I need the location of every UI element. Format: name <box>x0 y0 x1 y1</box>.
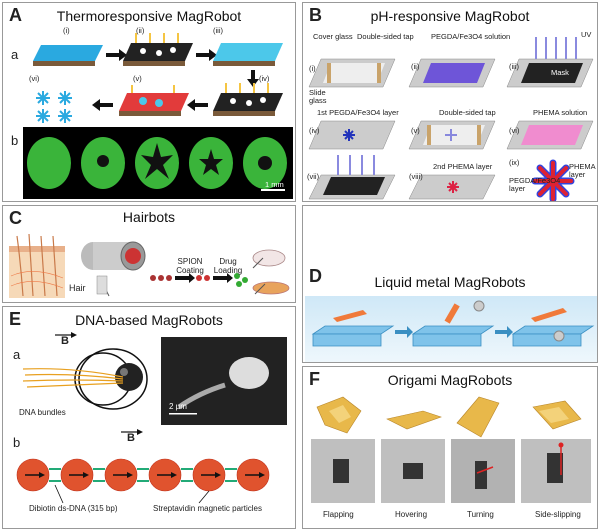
step-label: (iii) <box>213 26 223 35</box>
panel-a-illustration <box>23 33 293 199</box>
step-label: (vi) <box>29 74 40 83</box>
panel-c-title: Hairbots <box>122 209 176 225</box>
phema-solution-label: PHEMA solution <box>533 108 588 117</box>
panel-f-letter: F <box>309 369 320 389</box>
dna-bundles-label: DNA bundles <box>19 408 66 417</box>
hair-label: Hair <box>69 283 86 293</box>
step-label: (vi) <box>509 126 520 135</box>
panel-e: E DNA-based MagRobots a b B B <box>2 306 296 529</box>
panel-d-letter: D <box>309 266 322 286</box>
step-label: (iv) <box>259 74 270 83</box>
streptavidin-label: Streptavidin magnetic particles <box>153 504 262 513</box>
step-label: (v) <box>133 74 142 83</box>
panel-d: D Liquid metal MagRobots <box>302 205 598 363</box>
particle-chain <box>16 458 270 492</box>
panel-b: B pH-responsive MagRobot (i) (ii) (iii) … <box>302 2 598 202</box>
mode-label: Flapping <box>323 510 354 519</box>
step-label: (viii) <box>409 172 423 181</box>
panel-e-illustration <box>16 332 287 504</box>
scale-bar-label: 1 mm <box>265 180 284 189</box>
field-label: B <box>127 432 135 444</box>
panel-c-letter: C <box>9 208 22 228</box>
mode-label: Side-slipping <box>535 510 581 519</box>
panel-e-title: DNA-based MagRobots <box>75 312 223 328</box>
step-label: (i) <box>309 64 316 73</box>
microscopy-scale-label: 2 µm <box>169 402 187 411</box>
panel-a-row-b: b <box>11 133 19 148</box>
step-label: (i) <box>63 26 70 35</box>
panel-c: C Hairbots Hair SPION Coating Drug Loadi… <box>2 205 296 303</box>
panel-d-illustration <box>305 296 597 362</box>
double-tap-label: Double-sided tap <box>357 32 414 41</box>
step-label: (iv) <box>309 126 320 135</box>
cover-glass-label: Cover glass <box>313 32 353 41</box>
mask-label: Mask <box>551 68 569 77</box>
uv-label: UV <box>581 30 592 39</box>
panel-a-row-a: a <box>11 47 19 62</box>
pegda-solution-label: PEGDA/Fe3O4 solution <box>431 32 511 41</box>
step-label: (iii) <box>509 62 519 71</box>
panel-e-row-b: b <box>13 435 21 450</box>
panel-a-title: Thermoresponsive MagRobot <box>56 8 242 24</box>
panel-f: F Origami MagRobots Flapping Hovering Tu… <box>302 366 598 529</box>
step-label: (v) <box>411 126 420 135</box>
double-tap-label-2: Double-sided tap <box>439 108 496 117</box>
panel-b-title: pH-responsive MagRobot <box>370 8 530 24</box>
panel-e-row-a: a <box>13 347 21 362</box>
pegda-layer-label: PEGDA/Fe3O4 layer <box>509 176 561 194</box>
panel-c-illustration <box>9 233 290 298</box>
second-layer-label: 2nd PHEMA layer <box>433 162 493 171</box>
step-label: (ix) <box>509 158 520 167</box>
first-layer-label: 1st PEGDA/Fe3O4 layer <box>317 108 399 117</box>
phema-layer-label: PHEMA layer <box>569 162 596 180</box>
step-label: (ii) <box>136 26 145 35</box>
panel-b-letter: B <box>309 5 322 25</box>
step-label: (ii) <box>411 62 420 71</box>
slide-glass-label: Slide glass <box>309 88 327 106</box>
drug-label: Drug Loading <box>213 257 243 275</box>
panel-a: A Thermoresponsive MagRobot a b (i) (ii)… <box>2 2 296 202</box>
spion-label: SPION Coating <box>176 257 204 275</box>
mode-label: Turning <box>467 510 494 519</box>
panel-f-illustration <box>311 396 591 503</box>
mode-label: Hovering <box>395 510 428 519</box>
panel-e-letter: E <box>9 309 22 329</box>
panel-f-title: Origami MagRobots <box>387 372 513 388</box>
dibiotin-label: Dibiotin ds-DNA (315 bp) <box>29 504 118 513</box>
field-label: B <box>61 335 69 347</box>
panel-b-illustration <box>308 37 594 201</box>
step-label: (vii) <box>307 172 320 181</box>
panel-a-letter: A <box>9 5 22 25</box>
panel-d-title: Liquid metal MagRobots <box>374 274 526 290</box>
